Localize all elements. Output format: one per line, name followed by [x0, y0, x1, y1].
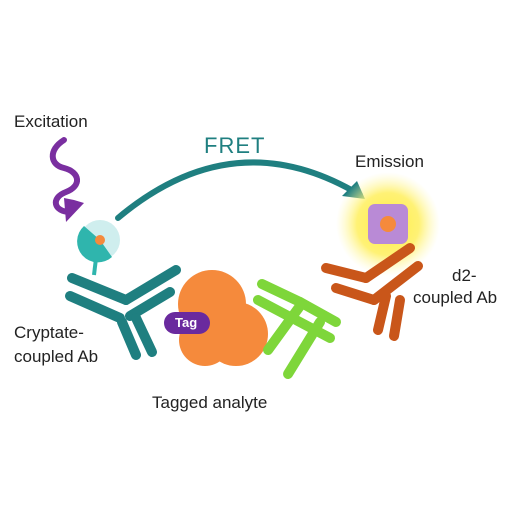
cryptate-label-line1: Cryptate- [14, 323, 84, 342]
green-antibody-icon [253, 279, 341, 379]
fret-arrow-icon [115, 159, 365, 221]
excitation-label: Excitation [14, 112, 88, 131]
emission-label: Emission [355, 152, 424, 171]
tagged-analyte-label: Tagged analyte [152, 393, 268, 412]
excitation-squiggle-icon [49, 137, 84, 222]
d2-label-line1: d2- [452, 266, 477, 285]
cryptate-label-line2: coupled Ab [14, 347, 99, 366]
cryptate-donor-icon [77, 220, 120, 276]
d2-antibody-icon [321, 243, 423, 341]
d2-label-line2: coupled Ab [413, 288, 498, 307]
cryptate-antibody-icon [65, 265, 181, 360]
fret-label: FRET [204, 133, 266, 158]
tag-label: Tag [175, 315, 198, 330]
tagged-analyte-icon [164, 270, 268, 366]
